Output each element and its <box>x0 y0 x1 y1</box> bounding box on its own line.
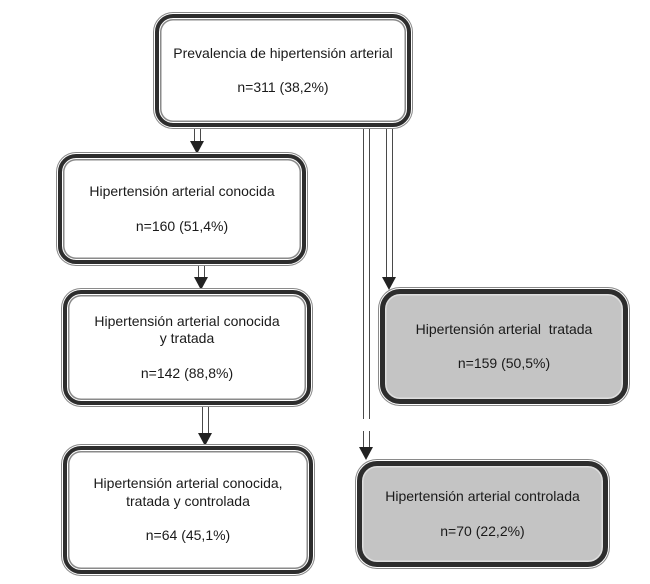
connector-shaft <box>193 122 201 142</box>
arrowhead-icon <box>382 277 396 290</box>
box-title-line1: Hipertensión arterial conocida <box>89 183 275 199</box>
box-value: n=159 (50,5%) <box>457 355 551 371</box>
box-title: Hipertensión arterial conocida, tratada … <box>93 475 282 510</box>
box-title: Hipertensión arterial controlada <box>385 488 580 506</box>
box-controlada: Hipertensión arterial controlada n=70 (2… <box>357 461 608 567</box>
connector-shaft <box>201 400 209 434</box>
box-title: Prevalencia de hipertensión arterial <box>173 45 392 63</box>
box-tratada: Hipertensión arterial tratada n=159 (50,… <box>380 289 628 404</box>
arrowhead-icon <box>190 141 204 154</box>
box-title-line1: Hipertensión arterial conocida, <box>93 475 283 492</box>
box-title: Hipertensión arterial tratada <box>416 321 593 339</box>
connector-shaft <box>362 431 370 448</box>
box-title-line2: y tratada <box>159 330 215 347</box>
box-conocida-tratada: Hipertensión arterial conocida y tratada… <box>63 290 311 405</box>
box-conocida: Hipertensión arterial conocida n=160 (51… <box>58 154 306 264</box>
box-title-line2: tratada y controlada <box>126 492 250 509</box>
box-value: n=311 (38,2%) <box>237 79 329 95</box>
box-prevalencia: Prevalencia de hipertensión arterial n=3… <box>155 14 411 127</box>
box-title-line1: Hipertensión arterial conocida <box>94 312 280 329</box>
connector-shaft <box>362 118 370 419</box>
arrowhead-icon <box>194 277 208 290</box>
arrowhead-icon <box>198 433 212 446</box>
box-value: n=142 (88,8%) <box>140 364 234 381</box>
box-title: Hipertensión arterial conocida y tratada <box>94 313 279 348</box>
box-conocida-tratada-controlada: Hipertensión arterial conocida, tratada … <box>63 446 313 574</box>
connector-shaft <box>385 118 393 278</box>
box-value: n=160 (51,4%) <box>135 217 229 234</box>
box-title-line1: Prevalencia de hipertensión arterial <box>173 44 393 61</box>
box-title-line1: Hipertensión arterial controlada <box>385 488 580 504</box>
box-value: n=64 (45,1%) <box>145 527 231 544</box>
arrowhead-icon <box>359 447 373 460</box>
box-title-line1: Hipertensión arterial tratada <box>415 320 593 337</box>
box-title: Hipertensión arterial conocida <box>89 183 274 201</box>
connector-shaft <box>197 258 205 279</box>
box-value: n=70 (22,2%) <box>440 522 525 539</box>
